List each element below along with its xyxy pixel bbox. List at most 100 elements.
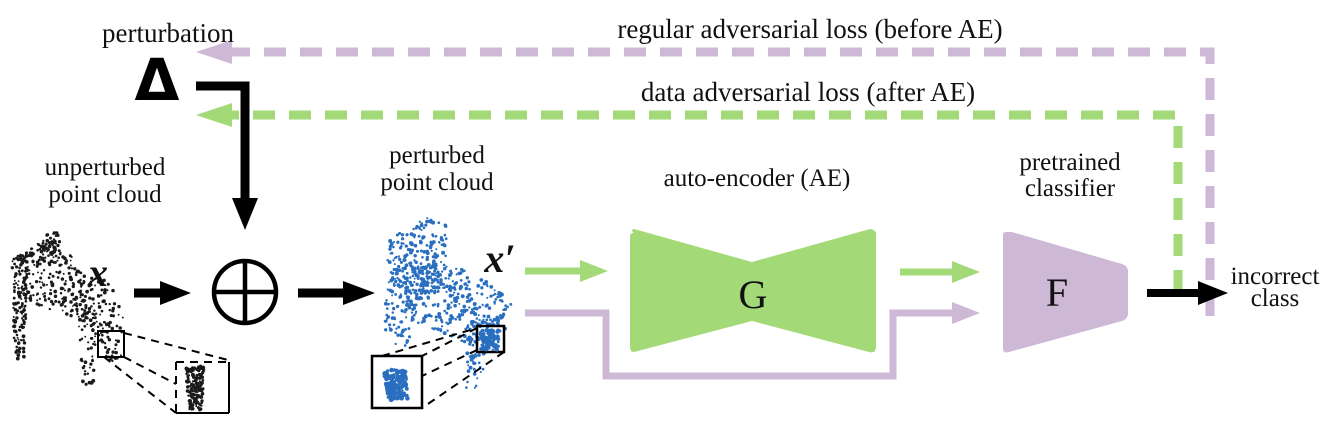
point <box>99 294 103 297</box>
regular-loss-arrowhead-icon <box>196 40 232 64</box>
point <box>191 406 194 409</box>
point <box>447 273 452 278</box>
point <box>438 273 443 277</box>
point <box>436 327 440 331</box>
point <box>100 309 104 313</box>
point <box>114 347 117 350</box>
point <box>84 299 87 302</box>
point <box>412 306 417 310</box>
point <box>12 302 16 306</box>
point <box>403 344 407 347</box>
point <box>77 280 79 283</box>
point <box>392 283 396 287</box>
point <box>466 284 469 287</box>
point <box>22 256 27 260</box>
point <box>425 244 429 247</box>
point <box>405 316 408 319</box>
point <box>91 378 96 383</box>
point <box>393 240 396 243</box>
point <box>411 270 414 274</box>
point <box>388 326 391 329</box>
point <box>466 324 470 327</box>
point <box>86 372 90 375</box>
point <box>82 364 86 368</box>
point <box>432 259 436 264</box>
point <box>425 271 430 275</box>
point <box>468 340 473 344</box>
point <box>448 320 452 324</box>
point <box>107 338 112 342</box>
point <box>431 241 435 245</box>
point <box>446 306 450 310</box>
point <box>489 294 493 298</box>
point <box>386 288 389 291</box>
point <box>424 304 428 308</box>
point <box>399 260 403 264</box>
point <box>404 286 407 290</box>
point <box>23 259 27 263</box>
point <box>480 292 484 296</box>
point <box>89 280 93 283</box>
point <box>489 318 492 322</box>
point <box>46 283 48 286</box>
point <box>90 276 94 280</box>
point <box>437 241 441 244</box>
point <box>465 276 468 279</box>
point <box>78 317 82 322</box>
point <box>476 292 479 295</box>
point <box>442 263 446 267</box>
point <box>442 266 447 271</box>
point <box>478 318 481 322</box>
point <box>404 263 409 268</box>
point <box>83 294 87 298</box>
point <box>391 294 394 297</box>
point <box>391 311 395 314</box>
point <box>71 284 75 289</box>
point <box>397 268 402 273</box>
point <box>439 318 443 322</box>
point <box>427 281 430 285</box>
point <box>498 299 502 302</box>
point <box>54 299 58 303</box>
point <box>69 314 73 318</box>
point <box>486 296 489 299</box>
point <box>12 336 16 340</box>
point <box>60 277 65 281</box>
point <box>90 305 93 308</box>
point <box>20 269 24 273</box>
point <box>481 303 484 307</box>
point <box>450 301 453 304</box>
point <box>454 317 457 321</box>
point <box>474 312 477 315</box>
point <box>392 323 396 327</box>
point <box>425 219 430 224</box>
point <box>468 365 473 370</box>
point <box>25 272 29 276</box>
point <box>185 380 189 384</box>
point <box>17 287 20 290</box>
point <box>425 255 430 260</box>
point <box>20 317 24 320</box>
point <box>434 274 437 277</box>
point <box>195 403 198 406</box>
point <box>414 260 418 265</box>
point <box>421 236 425 240</box>
point <box>468 306 471 309</box>
point <box>434 264 438 267</box>
point <box>383 319 387 323</box>
point <box>108 308 112 312</box>
point <box>402 258 407 262</box>
point <box>76 269 81 274</box>
point <box>35 260 40 264</box>
point <box>440 260 443 264</box>
point <box>467 335 471 339</box>
point <box>427 313 432 318</box>
point <box>114 343 118 347</box>
point <box>491 333 495 337</box>
point <box>462 339 467 344</box>
point <box>461 269 465 273</box>
point <box>410 311 414 314</box>
point <box>389 367 394 373</box>
ae-to-classifier-arrow <box>900 261 980 283</box>
point <box>96 325 100 329</box>
